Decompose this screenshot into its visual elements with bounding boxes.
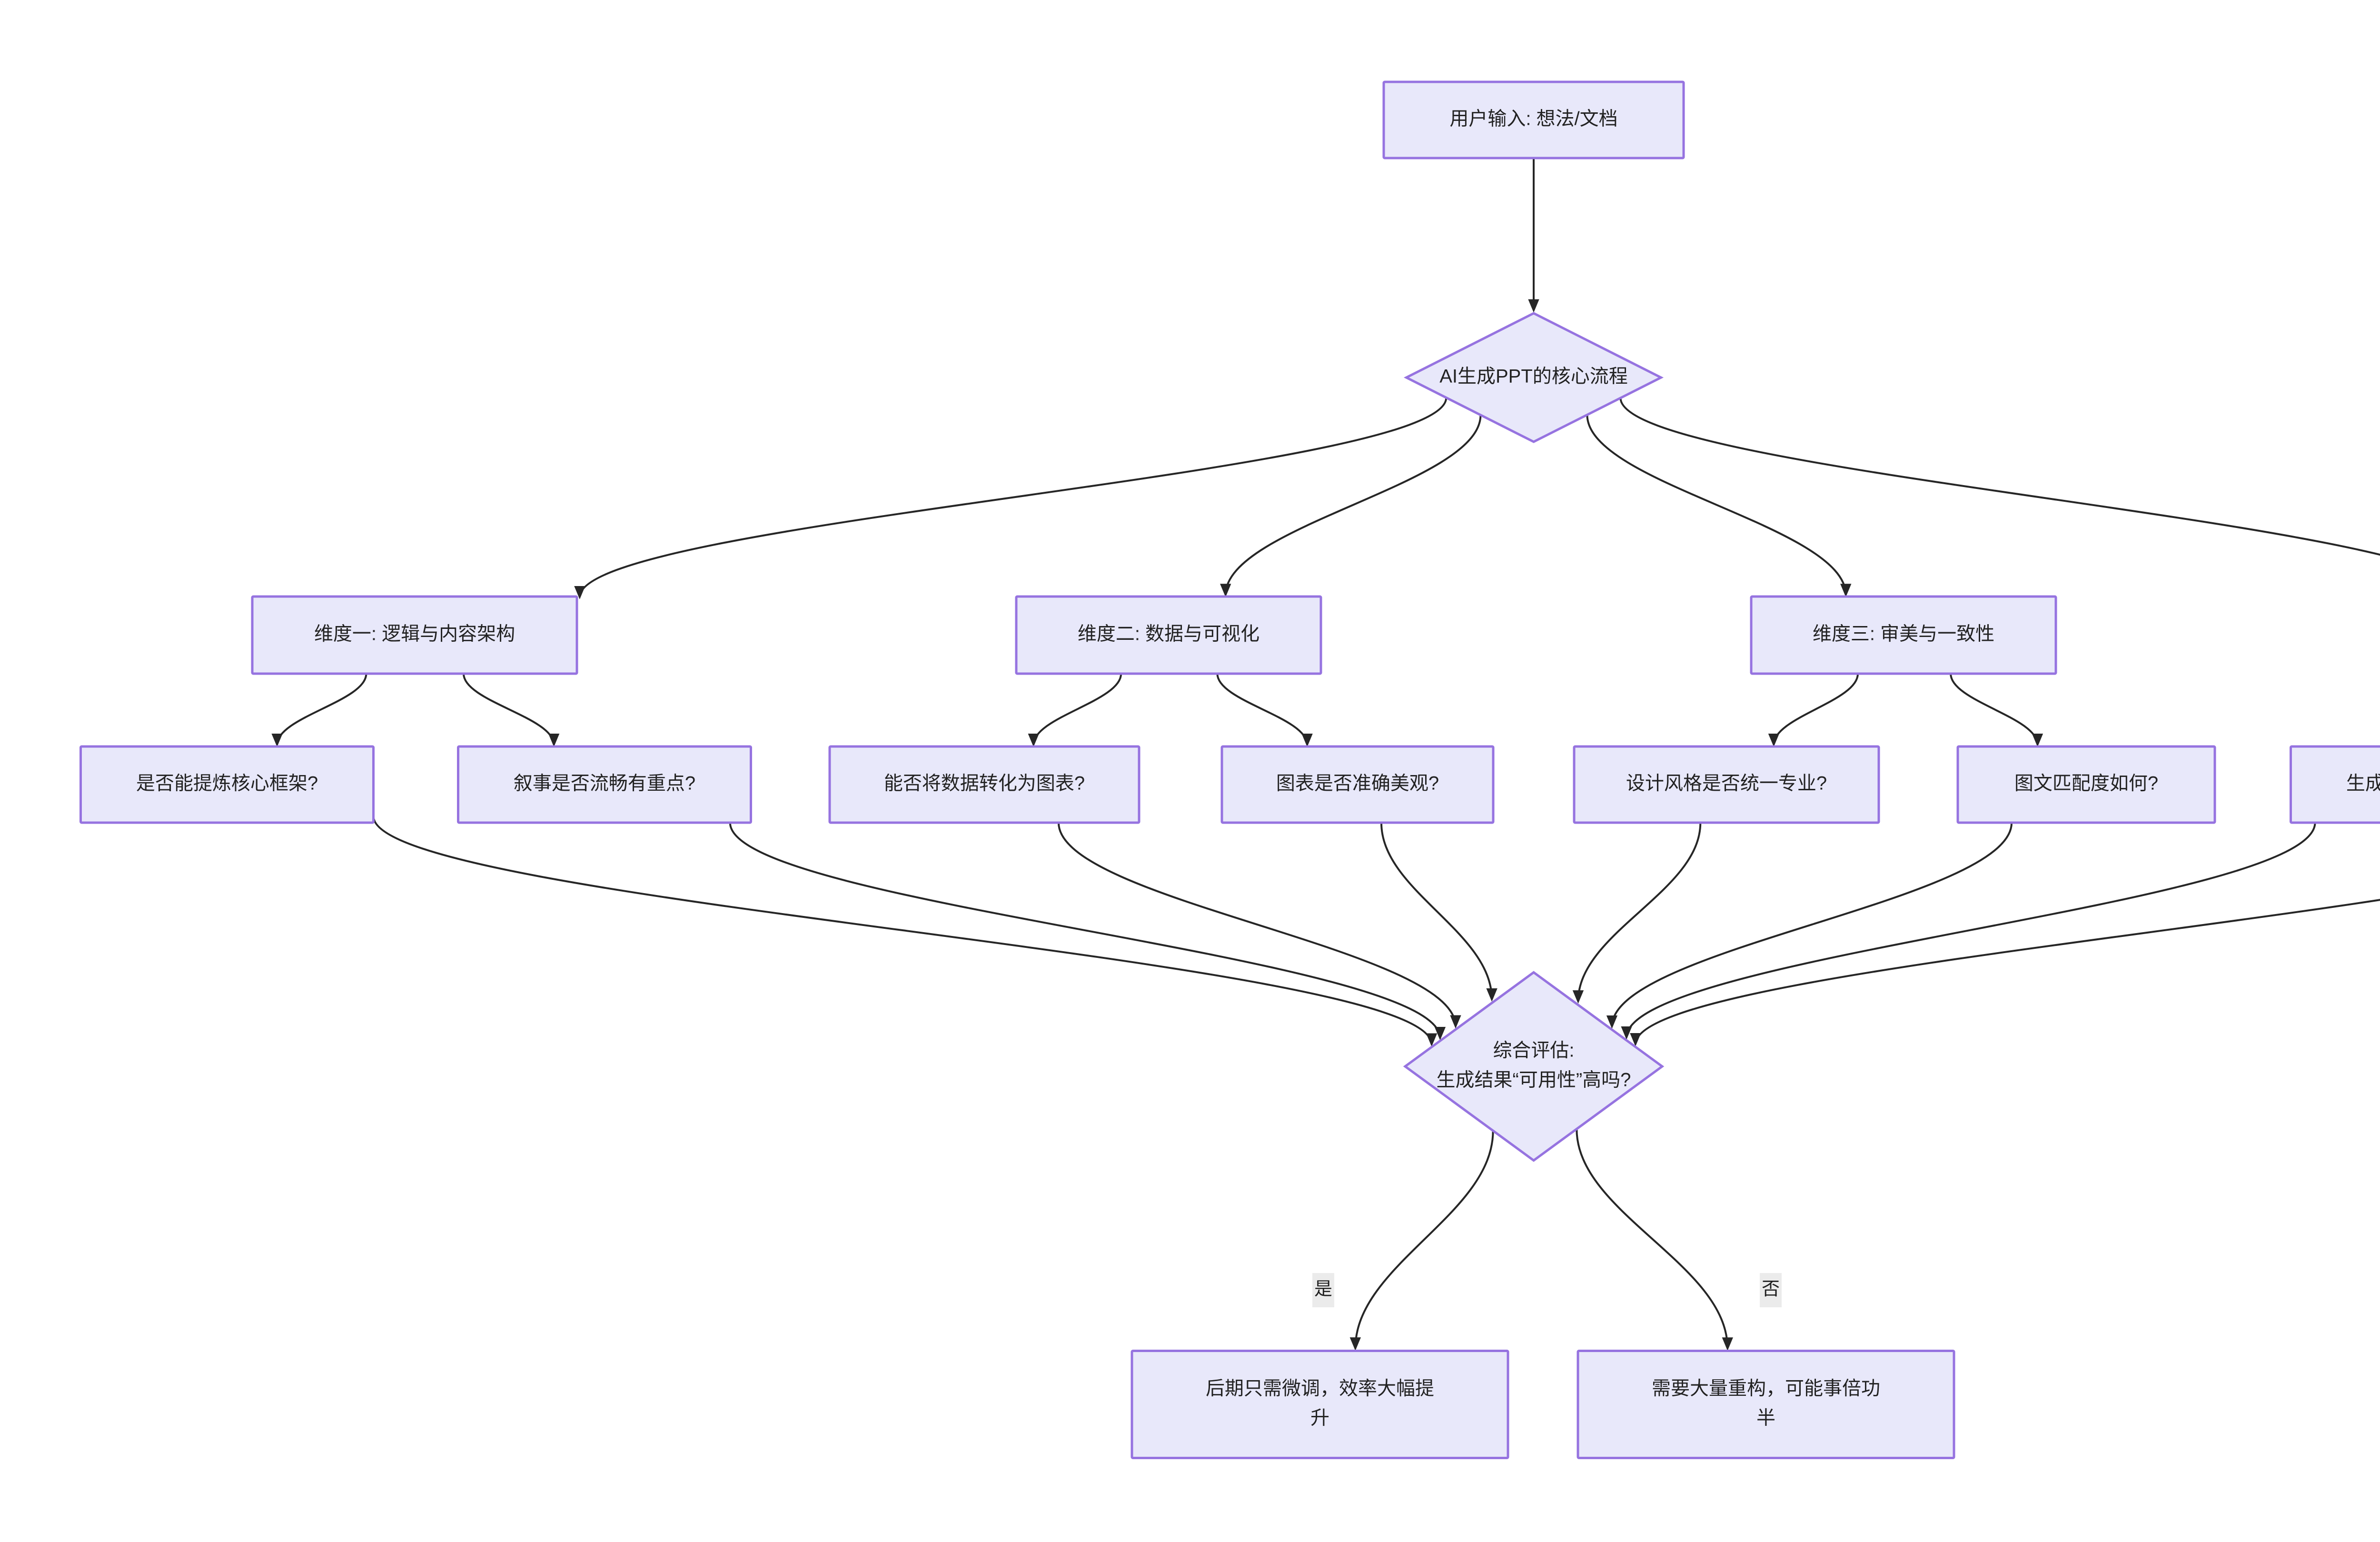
node-label-q4: 图表是否准确美观? — [1276, 773, 1439, 794]
node-label-eval: 综合评估: — [1493, 1040, 1574, 1061]
edge-eval-to-good — [1349, 1131, 1494, 1351]
edge-dim1-to-q1 — [271, 673, 367, 747]
node-shape-rect — [1577, 1350, 1955, 1459]
edge-core-to-dim3 — [1586, 415, 1852, 597]
node-dim1[interactable]: 维度一: 逻辑与内容架构 — [251, 595, 578, 675]
node-q4[interactable]: 图表是否准确美观? — [1220, 745, 1495, 824]
node-label-dim3: 维度三: 审美与一致性 — [1813, 624, 1994, 645]
edge-label-background — [1760, 1273, 1782, 1307]
edge-dim2-to-q4 — [1216, 673, 1313, 747]
edge-label-background — [1312, 1273, 1334, 1307]
node-label-q3: 能否将数据转化为图表? — [884, 773, 1085, 794]
node-q2[interactable]: 叙事是否流畅有重点? — [457, 745, 752, 824]
edge-label-text: 是 — [1314, 1279, 1332, 1299]
node-shape-rect — [1130, 1350, 1509, 1459]
edge-dim3-to-q6 — [1950, 673, 2043, 747]
edge-q8-to-eval — [1630, 899, 2380, 1047]
node-shape-rect — [79, 745, 375, 824]
node-q7[interactable]: 生成后是否易于修改? — [2290, 745, 2380, 824]
node-dim3[interactable]: 维度三: 审美与一致性 — [1750, 595, 2057, 675]
edge-q5-to-eval — [1572, 822, 1702, 1004]
node-core[interactable]: AI生成PPT的核心流程 — [1403, 312, 1664, 443]
node-q6[interactable]: 图文匹配度如何? — [1956, 745, 2216, 824]
node-shape-rect — [457, 745, 752, 824]
edge-core-to-dim1 — [574, 398, 1448, 599]
node-shape-rect — [1220, 745, 1495, 824]
edge-eval-to-bad — [1576, 1129, 1733, 1351]
node-shape-diamond — [1403, 971, 1665, 1162]
node-shape-rect — [1015, 595, 1322, 675]
node-label-good: 升 — [1310, 1408, 1329, 1429]
node-shape-rect — [2290, 745, 2380, 824]
node-q5[interactable]: 设计风格是否统一专业? — [1573, 745, 1880, 824]
edge-label-是: 是 — [1312, 1273, 1334, 1307]
edge-q6-to-eval — [1606, 822, 2013, 1029]
edge-q1-to-eval — [372, 816, 1437, 1047]
node-label-good: 后期只需微调，效率大幅提 — [1206, 1378, 1434, 1399]
edge-core-to-dim2 — [1220, 415, 1482, 597]
node-shape-rect — [1956, 745, 2216, 824]
node-label-q1: 是否能提炼核心框架? — [136, 773, 318, 794]
node-label-q2: 叙事是否流畅有重点? — [514, 773, 695, 794]
node-q3[interactable]: 能否将数据转化为图表? — [828, 745, 1140, 824]
node-shape-rect — [251, 595, 578, 675]
edge-dim2-to-q3 — [1028, 673, 1122, 747]
node-shape-rect — [1750, 595, 2057, 675]
node-label-dim2: 维度二: 数据与可视化 — [1078, 624, 1259, 645]
node-label-dim1: 维度一: 逻辑与内容架构 — [314, 624, 515, 645]
node-label-eval: 生成结果“可用性”高吗? — [1437, 1070, 1631, 1091]
node-eval[interactable]: 综合评估: 生成结果“可用性”高吗? — [1403, 971, 1665, 1162]
node-shape-diamond — [1403, 312, 1664, 443]
edge-label-text: 否 — [1762, 1279, 1780, 1299]
edge-dim1-to-q2 — [462, 673, 560, 747]
node-input[interactable]: 用户输入: 想法/文档 — [1382, 80, 1685, 159]
node-label-bad: 半 — [1756, 1408, 1775, 1429]
node-shape-rect — [1382, 80, 1685, 159]
node-label-bad: 需要大量重构，可能事倍功 — [1652, 1378, 1880, 1399]
node-label-input: 用户输入: 想法/文档 — [1449, 109, 1617, 129]
node-dim2[interactable]: 维度二: 数据与可视化 — [1015, 595, 1322, 675]
edge-label-否: 否 — [1760, 1273, 1782, 1307]
node-label-q6: 图文匹配度如何? — [2014, 773, 2158, 794]
edge-q4-to-eval — [1380, 822, 1497, 1002]
node-shape-rect — [828, 745, 1140, 824]
edge-q7-to-eval — [1621, 822, 2316, 1040]
edge-dim3-to-q5 — [1768, 673, 1859, 747]
node-q1[interactable]: 是否能提炼核心框架? — [79, 745, 375, 824]
node-label-core: AI生成PPT的核心流程 — [1439, 366, 1628, 387]
node-shape-rect — [1573, 745, 1880, 824]
edge-labels-layer: 是否 — [1312, 1273, 1782, 1307]
edge-q2-to-eval — [729, 822, 1446, 1041]
edge-q3-to-eval — [1057, 822, 1461, 1029]
node-label-q5: 设计风格是否统一专业? — [1626, 773, 1827, 794]
edge-core-to-dim4 — [1619, 398, 2380, 556]
edges-layer — [271, 158, 2380, 1351]
node-label-q7: 生成后是否易于修改? — [2346, 773, 2380, 794]
